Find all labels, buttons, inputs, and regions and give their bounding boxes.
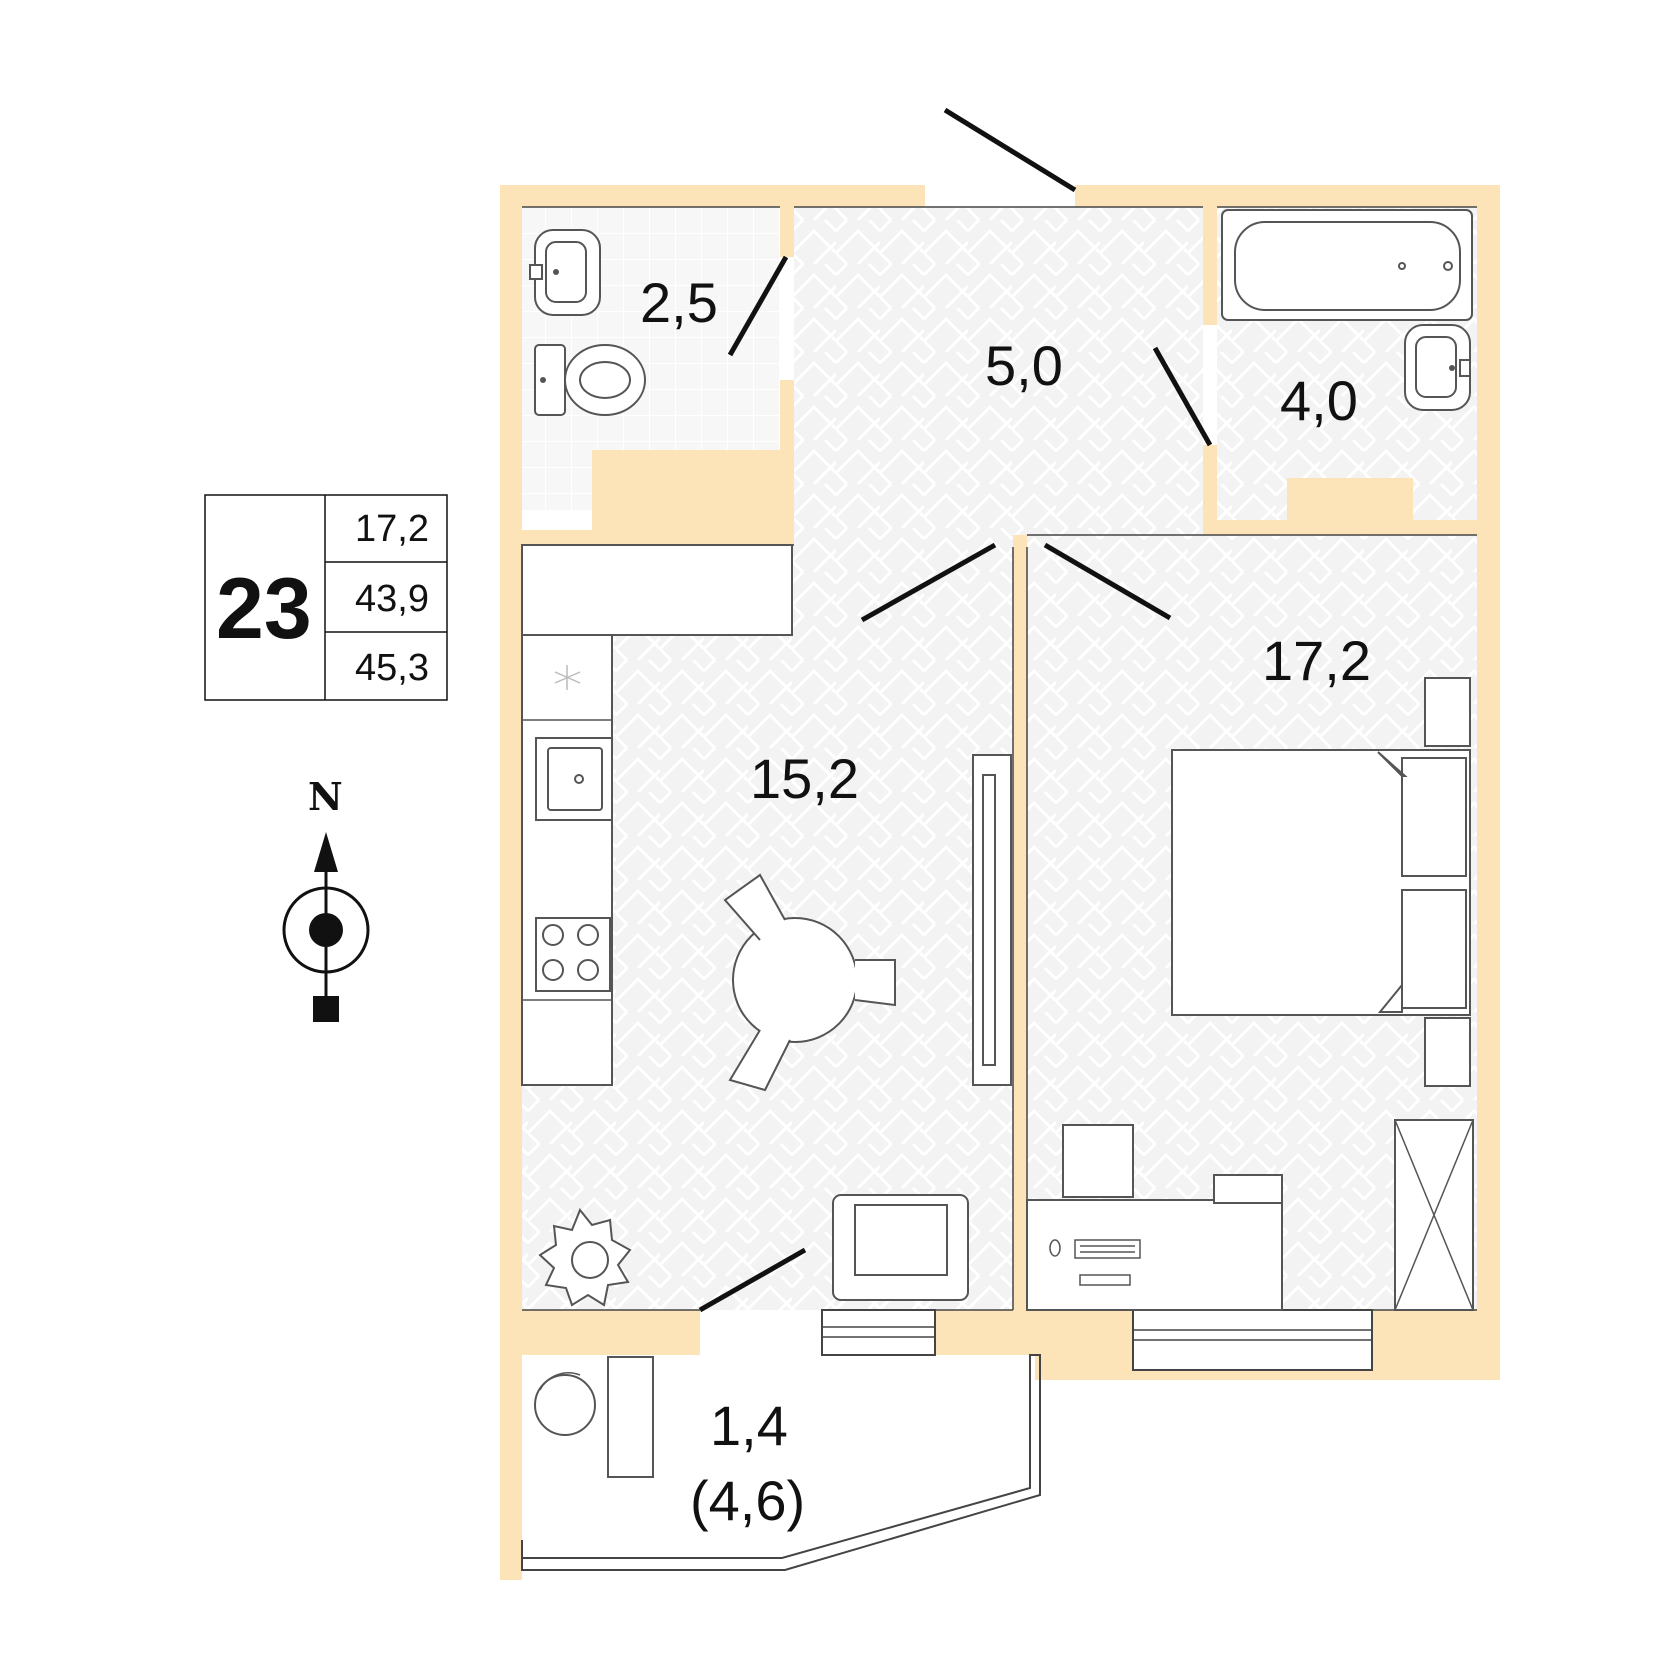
nightstand-bottom — [1424, 1017, 1471, 1087]
stove-icon — [535, 917, 611, 992]
area-value-1: 17,2 — [355, 508, 429, 550]
armchair-icon — [832, 1194, 969, 1301]
compass-icon: N — [282, 774, 370, 1022]
bedroom-door — [1043, 542, 1172, 621]
chair-icon — [1062, 1124, 1134, 1198]
hall-floor — [794, 207, 1203, 545]
wc-door — [727, 255, 789, 357]
room-area-balcony-total: (4,6) — [690, 1469, 805, 1532]
room-area-wc: 2,5 — [640, 271, 718, 334]
toilet-icon — [534, 344, 646, 416]
wc-sink-icon — [529, 229, 601, 316]
bed-icon — [1171, 749, 1471, 1016]
room-area-bathroom: 4,0 — [1280, 369, 1358, 432]
tv-stand-icon — [972, 754, 1012, 1086]
wardrobe-icon — [1394, 1119, 1474, 1311]
doors — [698, 107, 1213, 1313]
dining-table-icon — [723, 873, 896, 1092]
room-labels: 2,5 5,0 4,0 15,2 17,2 1,4 (4,6) — [640, 271, 1371, 1532]
balcony-furniture — [534, 1356, 654, 1478]
kitchen-door — [860, 542, 997, 623]
bathroom-sink-icon — [1404, 324, 1471, 411]
kitchen-furniture — [521, 544, 1012, 1307]
bathroom-fixtures — [1221, 209, 1473, 411]
walls — [500, 185, 1500, 1580]
balcony-floor — [522, 1355, 1035, 1570]
bedroom-furniture — [1026, 677, 1474, 1311]
windows — [821, 1309, 1373, 1371]
kitchen-sink-icon — [535, 737, 613, 821]
apartment-info-box: 23 17,2 43,9 45,3 — [204, 494, 448, 701]
nightstand-top — [1424, 677, 1471, 747]
bathtub-icon — [1221, 209, 1473, 321]
balcony-door — [698, 1247, 807, 1313]
north-label: N — [308, 774, 343, 819]
room-area-bedroom: 17,2 — [1262, 629, 1371, 692]
area-value-2: 43,9 — [355, 578, 429, 620]
kitchen-window — [821, 1309, 936, 1356]
balcony-bench-icon — [607, 1356, 654, 1478]
plant-icon — [538, 1208, 632, 1307]
entrance-door — [943, 107, 1077, 193]
room-area-balcony: 1,4 — [710, 1394, 788, 1457]
room-area-kitchen: 15,2 — [750, 747, 859, 810]
kitchen-cabinet-top — [521, 544, 793, 636]
kitchen-counter — [521, 634, 613, 1086]
wc-fixtures — [529, 229, 646, 416]
balcony-table-icon — [534, 1374, 596, 1436]
desk-icon — [1026, 1174, 1283, 1311]
room-area-hall: 5,0 — [985, 334, 1063, 397]
bathroom-door — [1152, 346, 1213, 447]
apartment-number: 23 — [216, 561, 312, 657]
area-value-3: 45,3 — [355, 647, 429, 689]
